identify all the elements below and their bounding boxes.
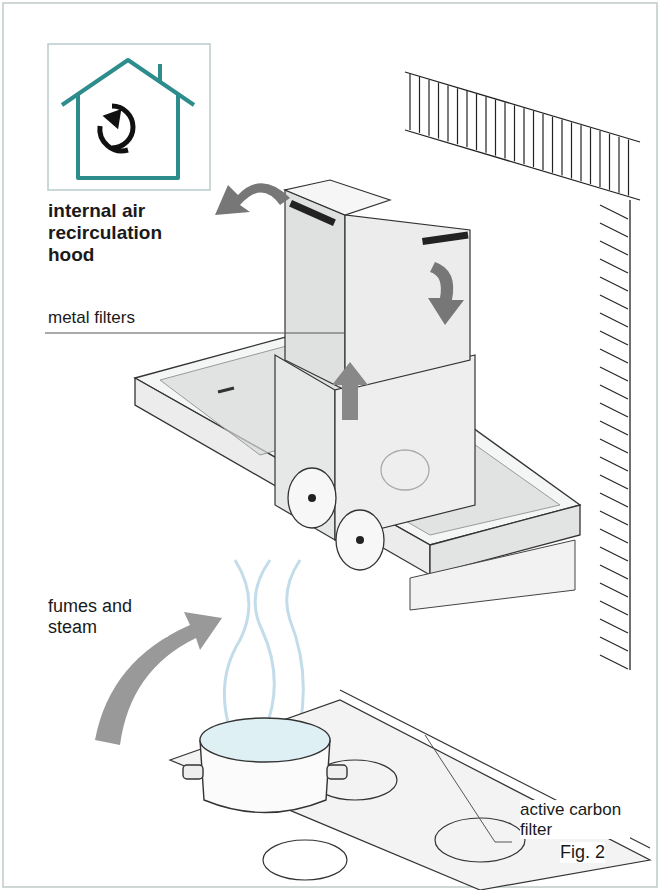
hatch-line (600, 601, 628, 615)
hatch-line (485, 97, 486, 153)
hatch-line (552, 117, 553, 173)
canopy-lower-box (410, 540, 575, 610)
chimney-upper-front (345, 215, 470, 390)
leader-line (425, 735, 512, 842)
hatch-line (466, 91, 467, 147)
control-strip (218, 388, 234, 392)
hatch-line (409, 74, 410, 130)
hatch-line (419, 77, 420, 133)
hatch-line (600, 331, 628, 345)
counter-edge (340, 690, 650, 848)
hatch-line (580, 125, 581, 181)
hatch-line (600, 259, 628, 273)
leader-line (45, 333, 345, 334)
hatch-line (600, 349, 628, 363)
part-label: metal filters (48, 308, 135, 328)
hatch-line (428, 80, 429, 136)
air-down-arrow (428, 262, 464, 325)
hatch-line (600, 439, 628, 453)
air-out-arrow (215, 183, 290, 215)
hatch-line (600, 493, 628, 507)
hatch-line (495, 100, 496, 156)
ceiling-hatch (405, 72, 640, 200)
hatch-line (600, 223, 628, 237)
hatch-line (600, 367, 628, 381)
hatch-line (523, 108, 524, 164)
hatch-line (599, 131, 600, 187)
hatch-line (600, 547, 628, 561)
fan-hub (308, 494, 364, 544)
hatch-line (609, 134, 610, 190)
hatch-line (600, 565, 628, 579)
hatch-line (600, 241, 628, 255)
hatch-line (600, 403, 628, 417)
figure-number: Fig. 2 (560, 842, 605, 863)
house-icon (62, 60, 194, 178)
hatch-line (600, 637, 628, 651)
hatch-line (571, 122, 572, 178)
hatch-line (600, 295, 628, 309)
vent-slots (289, 200, 468, 245)
hatch-line (600, 583, 628, 597)
hood-type-label: internal air recirculation hood (48, 200, 198, 266)
hatch-line (600, 511, 628, 525)
hatch-line (600, 529, 628, 543)
recirculation-arrow (100, 126, 128, 151)
hatch-line (600, 205, 628, 219)
hatch-line (457, 88, 458, 144)
hatch-line (476, 94, 477, 150)
steam (224, 560, 303, 730)
hatch-line (447, 85, 448, 141)
hatch-line (504, 103, 505, 159)
hatch-line (542, 114, 543, 170)
hatch-line (600, 421, 628, 435)
hatch-line (600, 313, 628, 327)
ceiling-hatch-lines (410, 74, 629, 196)
hatch-line (600, 619, 628, 633)
hatch-line (600, 655, 628, 669)
air-up-arrow (332, 362, 368, 420)
cooktop (170, 700, 650, 890)
hatch-line (561, 120, 562, 176)
hatch-line (590, 128, 591, 184)
hatch-line (514, 105, 515, 161)
fan-wheel (288, 450, 429, 570)
wall-line (629, 200, 630, 670)
pot (183, 718, 347, 813)
hatch-line (600, 385, 628, 399)
icon-frame (48, 44, 210, 190)
hatch-line (600, 277, 628, 291)
hatch-line (438, 83, 439, 139)
hatch-line (533, 111, 534, 167)
hatch-line (618, 137, 619, 193)
wall-hatch-lines (600, 205, 628, 669)
chimney-lower-left (275, 355, 335, 540)
recirculation-arrow-head (103, 109, 128, 133)
chimney-upper-left (285, 190, 345, 390)
hatch-line (600, 457, 628, 471)
part-label: active carbon filter (520, 800, 630, 839)
hatch-line (600, 475, 628, 489)
hatch-line (628, 140, 629, 196)
part-label: fumes and steam (48, 596, 168, 637)
